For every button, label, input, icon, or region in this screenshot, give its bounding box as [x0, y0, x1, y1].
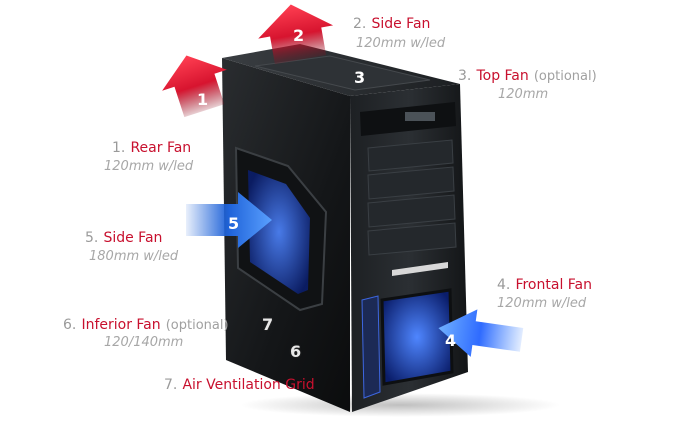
marker-3: 3	[354, 68, 366, 87]
label-inferior-fan: 6. Inferior Fan (optional)	[63, 316, 229, 332]
label-optional: (optional)	[165, 318, 229, 333]
arrow-right-icon	[438, 309, 524, 357]
label-spec: 120mm w/led	[497, 296, 587, 311]
label-spec: 120/140mm	[104, 335, 184, 350]
label-side-fan-window: 5. Side Fan	[85, 229, 162, 245]
label-name: Inferior Fan	[81, 317, 161, 333]
label-number: 2.	[353, 16, 367, 32]
label-spec: 120mm w/led	[356, 36, 446, 51]
lower-vent	[361, 295, 381, 399]
marker-6: 6	[290, 342, 302, 361]
label-name: Side Fan	[103, 230, 163, 246]
marker-2: 2	[293, 26, 305, 45]
label-name: Top Fan	[476, 68, 529, 84]
label-side-fan-top: 2. Side Fan	[353, 15, 430, 31]
label-optional: (optional)	[533, 69, 597, 84]
arrow-up-icon	[162, 55, 227, 118]
marker-5: 5	[228, 214, 240, 233]
drive-bay-1	[367, 139, 454, 172]
label-rear-fan: 1. Rear Fan	[112, 139, 191, 155]
label-name: Rear Fan	[130, 140, 192, 156]
marker-1: 1	[197, 90, 209, 109]
label-name: Side Fan	[371, 16, 431, 32]
label-frontal-fan: 4. Frontal Fan	[497, 276, 592, 292]
front-accent-bar	[392, 262, 448, 276]
front-led-frame	[380, 288, 454, 386]
top-vent	[254, 55, 431, 91]
label-air-ventilation-grid: 7. Air Ventilation Grid	[164, 376, 315, 392]
drive-bay-3	[367, 194, 456, 228]
arrow-right-icon	[186, 192, 272, 248]
label-top-fan: 3. Top Fan (optional)	[458, 67, 597, 83]
floor-shadow	[240, 393, 560, 417]
label-number: 7.	[164, 377, 178, 393]
drive-bay-2	[367, 166, 455, 200]
marker-7: 7	[262, 315, 274, 334]
label-number: 1.	[112, 140, 126, 156]
label-name: Frontal Fan	[515, 277, 593, 293]
label-number: 5.	[85, 230, 99, 246]
arrow-up-icon	[258, 4, 334, 65]
label-number: 6.	[63, 317, 77, 333]
front-led-fan	[382, 290, 452, 384]
label-spec: 120mm	[498, 87, 549, 102]
label-number: 3.	[458, 68, 472, 84]
drive-bay-4	[367, 222, 457, 256]
marker-4: 4	[445, 331, 457, 350]
side-window-led	[248, 170, 310, 294]
front-io-ports	[405, 112, 435, 121]
label-spec: 120mm w/led	[104, 159, 194, 174]
label-name: Air Ventilation Grid	[182, 377, 315, 393]
label-spec: 180mm w/led	[89, 249, 179, 264]
label-number: 4.	[497, 277, 511, 293]
